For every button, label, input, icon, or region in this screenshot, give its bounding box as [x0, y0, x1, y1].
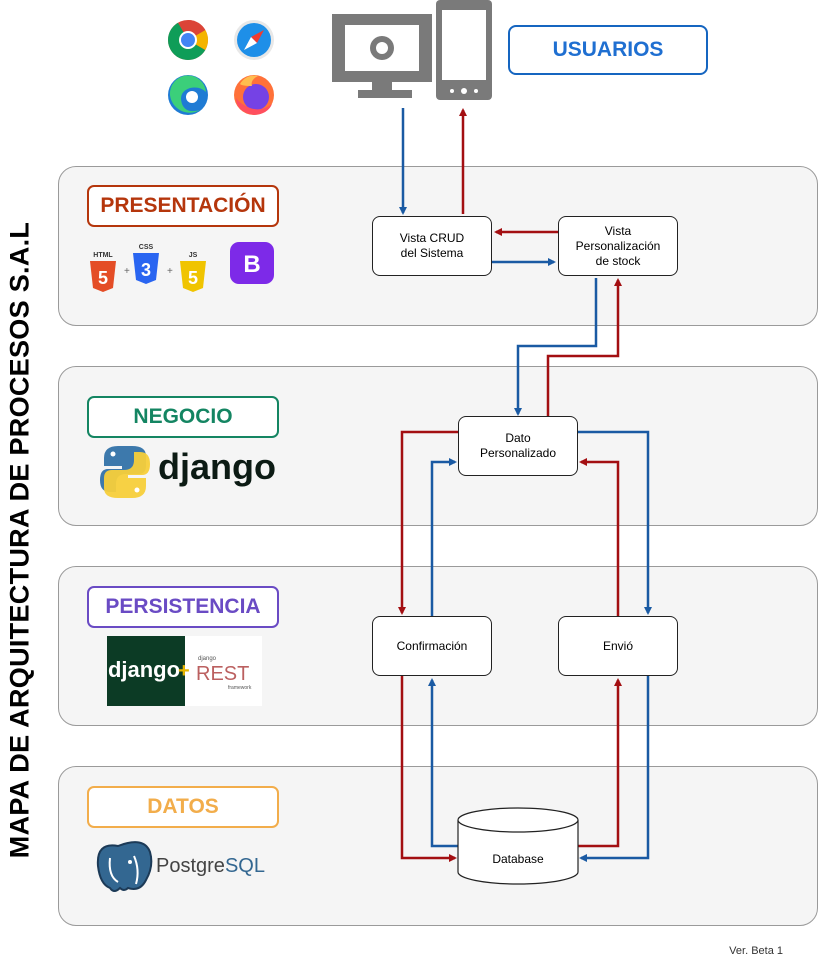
node-envio-label: Envió [602, 638, 634, 653]
vertical-title: MAPA DE ARQUITECTURA DE PROCESOS S.A.L [0, 0, 40, 967]
node-confirmacion-label: Confirmación [396, 638, 468, 653]
tag-persistencia: PERSISTENCIA [87, 586, 279, 628]
usuarios-box: USUARIOS [508, 25, 708, 75]
edge-icon [168, 75, 208, 115]
node-vista-stock: Vista Personalización de stock [558, 216, 678, 276]
tag-presentacion: PRESENTACIÓN [87, 185, 279, 227]
node-envio: Envió [558, 616, 678, 676]
node-vista-crud-label: Vista CRUD del Sistema [399, 231, 465, 260]
chrome-icon [168, 20, 208, 60]
tag-datos-label: DATOS [147, 795, 219, 818]
version-label: Ver. Beta 1 [729, 945, 783, 957]
tag-persistencia-label: PERSISTENCIA [105, 595, 261, 618]
safari-icon [234, 20, 274, 60]
diagram-title: MAPA DE ARQUITECTURA DE PROCESOS S.A.L [4, 221, 35, 859]
version-text: Ver. Beta 1 [729, 945, 783, 957]
node-vista-stock-label: Vista Personalización de stock [575, 223, 661, 268]
node-confirmacion: Confirmación [372, 616, 492, 676]
desktop-monitor-icon [332, 14, 432, 98]
node-dato-label: Dato Personalizado [479, 431, 557, 460]
tag-negocio: NEGOCIO [87, 396, 279, 438]
layer-negocio [58, 366, 818, 526]
tag-datos: DATOS [87, 786, 279, 828]
usuarios-label: USUARIOS [552, 38, 664, 61]
node-dato-personalizado: Dato Personalizado [458, 416, 578, 476]
tag-negocio-label: NEGOCIO [133, 405, 233, 428]
node-vista-crud: Vista CRUD del Sistema [372, 216, 492, 276]
tag-presentacion-label: PRESENTACIÓN [100, 194, 266, 217]
mobile-phone-icon [436, 0, 492, 100]
firefox-icon [234, 75, 274, 115]
